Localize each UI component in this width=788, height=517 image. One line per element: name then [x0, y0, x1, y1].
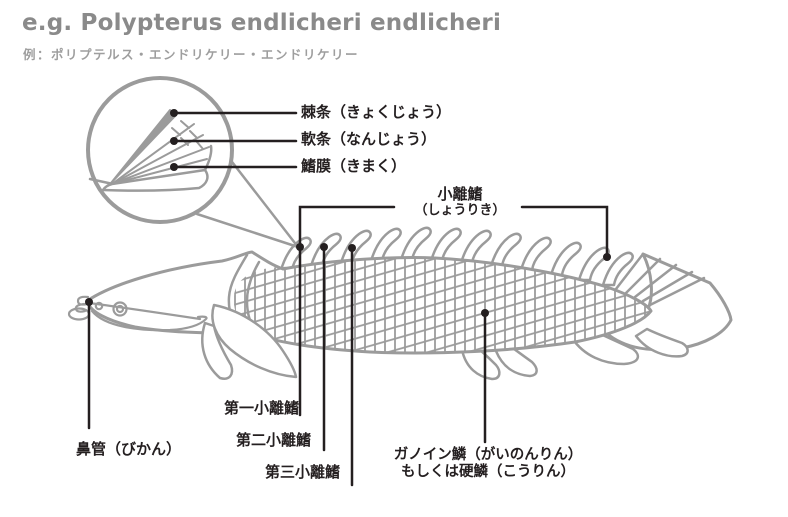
pectoral-fins	[201, 303, 298, 380]
label-soft-ray: 軟条（なんじょう）	[301, 130, 437, 148]
lower-caudal-lobe	[634, 327, 689, 358]
mouth-upper	[87, 301, 202, 321]
label-second-finlet: 第二小離鰭	[235, 431, 311, 449]
label-finlets-term: 小離鰭	[437, 185, 483, 203]
label-ganoine-line2: もしくは硬鱗（こうりん）	[401, 463, 575, 480]
label-finlets-reading: （しょうりき）	[414, 202, 506, 218]
fin-membrane-shape	[101, 168, 209, 192]
magnifier-pointer-lines	[195, 156, 300, 249]
label-fin-membrane: 鰭膜（きまく）	[301, 157, 407, 175]
label-ganoine-line1: ガノイン鱗（がいのんりん）	[393, 447, 583, 463]
dorsal-finlets	[279, 226, 634, 287]
label-ganoine-scales: ガノイン鱗（がいのんりん） もしくは硬鱗（こうりん）	[392, 447, 584, 480]
page-subtitle: 例：ポリプテルス・エンドリケリー・エンドリケリー	[23, 47, 360, 62]
eye-pupil	[115, 304, 125, 314]
page-title: e.g. Polypterus endlicheri endlicheri	[22, 10, 502, 36]
nostril	[94, 301, 104, 311]
label-first-finlet: 第一小離鰭	[223, 399, 299, 417]
label-third-finlet: 第三小離鰭	[264, 463, 340, 481]
callout-lines	[85, 109, 611, 487]
mouth-lower	[90, 309, 208, 332]
caudal-fin-rays	[614, 252, 706, 307]
soft-rays	[111, 120, 210, 185]
label-finlets: 小離鰭 （しょうりき）	[380, 186, 540, 218]
label-spiny-ray: 棘条（きょくじょう）	[301, 103, 452, 121]
magnifier-detail	[86, 76, 300, 249]
caudal-fin	[602, 252, 733, 358]
snout-lip	[67, 307, 91, 321]
label-nasal-tube: 鼻管（びかん）	[76, 440, 182, 458]
